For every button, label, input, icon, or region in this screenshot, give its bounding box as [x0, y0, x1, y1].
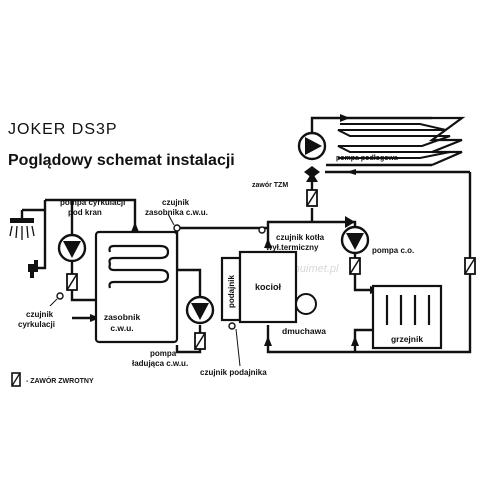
diagram-title: Poglądowy schemat instalacji [8, 152, 235, 169]
czujnik-cyrkulacji-icon [56, 292, 64, 300]
label-czujnik-cyrkulacji-2: cyrkulacji [18, 320, 55, 329]
kociol-boiler: podajnik kocioł dmuchawa [220, 250, 326, 336]
check-valves [66, 189, 476, 350]
heating-coil [108, 244, 170, 289]
tap-icon [28, 260, 38, 278]
label-pompa-podlogowa: pompa podłogowa [336, 155, 398, 162]
pump-co [340, 225, 370, 255]
zawor-tzm-valve [304, 166, 320, 182]
check-valve-icon [306, 189, 318, 207]
shower-icon [9, 208, 45, 240]
arrow-up-return [264, 336, 272, 346]
floor-heating-coils [337, 116, 466, 167]
label-pompa-cyrkulacji-1: pompa cyrkulacji [60, 198, 125, 207]
grzejnik-radiator: grzejnik [371, 284, 443, 350]
kociol-label: kocioł [255, 282, 282, 292]
check-valve-icon [349, 257, 361, 275]
label-czujnik-kotla-1: czujnik kotła [276, 233, 325, 242]
zasobnik-label-1: zasobnik [104, 312, 141, 322]
model-name: JOKER DS3P [8, 121, 118, 138]
czujnik-zasobnika-icon [173, 224, 181, 232]
label-czujnik-zasobnika-1: czujnik [162, 198, 190, 207]
label-pompa-ladujaca-1: pompa [150, 349, 177, 358]
arrow-right-floor [340, 114, 350, 122]
pump-podlogowa [297, 131, 327, 161]
label-czujnik-zasobnika-2: zasobnika c.w.u. [145, 208, 208, 217]
czujnik-podajnika-icon [228, 322, 236, 330]
label-zawor-tzm: zawór TZM [252, 182, 288, 189]
pump-ladujaca [185, 295, 215, 325]
label-czujnik-kotla-2: wył.termiczny [265, 243, 319, 252]
zasobnik-tank: zasobnik c.w.u. [94, 230, 179, 344]
zasobnik-label-2: c.w.u. [110, 323, 133, 333]
pump-cyrkulacji [57, 233, 87, 263]
arrow-up-tank [131, 222, 139, 232]
check-valve-icon [464, 257, 476, 275]
label-pompa-co: pompa c.o. [372, 246, 414, 255]
label-czujnik-cyrkulacji-1: czujnik [26, 310, 54, 319]
grzejnik-label: grzejnik [391, 334, 423, 344]
dmuchawa-fan [295, 293, 317, 315]
czujnik-kotla-icon [258, 226, 266, 234]
check-valve-icon [66, 273, 78, 291]
check-valve-icon [194, 332, 206, 350]
legend: - ZAWÓR ZWROTNY [11, 372, 94, 387]
sensors [49, 213, 266, 367]
label-pompa-cyrkulacji-2: pod kran [68, 208, 102, 217]
arrow-up-boiler [264, 238, 272, 248]
dmuchawa-label: dmuchawa [282, 326, 326, 336]
arrow-left-top [346, 169, 356, 175]
arrow-right-supply [345, 216, 355, 228]
label-pompa-ladujaca-2: ładująca c.w.u. [132, 359, 188, 368]
podajnik-label: podajnik [227, 275, 236, 308]
legend-label: - ZAWÓR ZWROTNY [26, 376, 94, 385]
label-czujnik-podajnika: czujnik podajnika [200, 368, 267, 377]
arrow-up-grzejnik [351, 336, 359, 346]
